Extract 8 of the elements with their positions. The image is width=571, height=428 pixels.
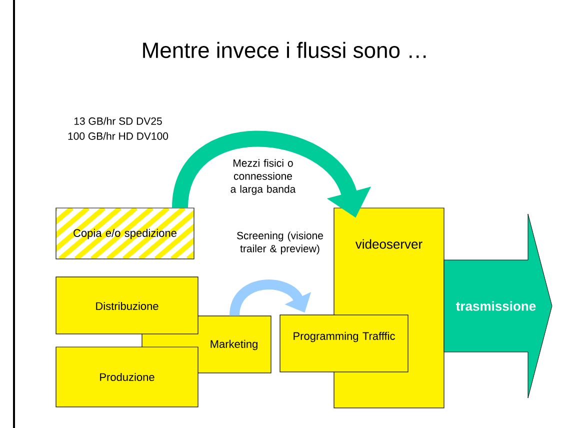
slide-title: Mentre invece i flussi sono …	[143, 42, 426, 58]
edge-label: Mezzi fisici o connessione a larga banda	[230, 159, 296, 195]
process-box: Distribuzione	[56, 276, 198, 334]
data-rate-label: 100 GB/hr HD DV100	[68, 132, 168, 140]
data-rate-label: 13 GB/hr SD DV25	[74, 117, 162, 125]
edge-label: Screening (visione trailer & preview)	[236, 232, 323, 254]
process-box: Produzione	[56, 346, 198, 408]
process-box: Programming Trafffic	[280, 314, 408, 372]
